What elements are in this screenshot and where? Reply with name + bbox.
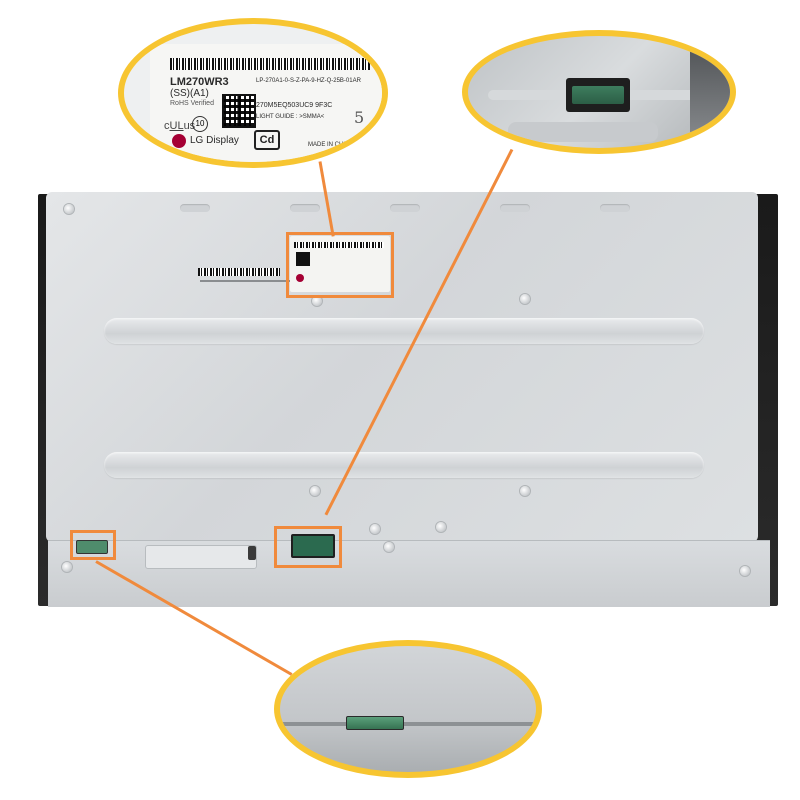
model-revision: (SS)(A1) [170,88,209,99]
screw [64,204,74,214]
screw [312,296,322,306]
mounting-tab [500,204,530,212]
magnified-secondary-connector [346,716,404,730]
stiffening-rib-bottom [104,452,704,478]
label-barcode [294,242,384,248]
magnified-flex-connector [566,78,630,112]
rohs-text: RoHS Verified [170,100,214,107]
main-flex-connector [291,534,335,558]
bezel-edge [690,36,730,146]
handwritten-mark: 5 [354,108,365,127]
screw [520,486,530,496]
screw [62,562,72,572]
top-connector-magnifier [462,30,736,154]
serial-number: 270M5EQ503UC9 9F3C [256,102,333,109]
top-connector-highlight-box [274,526,342,568]
screw [310,486,320,496]
screw [370,524,380,534]
screw [384,542,394,552]
mounting-tab [290,204,320,212]
model-number: LM270WR3 [170,76,229,88]
barcode-caption [200,280,290,282]
left-connector-magnifier [274,640,542,778]
screw [520,294,530,304]
bracket-latch [248,546,256,560]
light-guide-text: LIGHT GUIDE : >SMMA< [256,114,325,120]
panel-barcode-sticker [198,268,280,276]
qr-code [222,94,256,128]
mounting-tab [390,204,420,212]
screw [740,566,750,576]
stiffening-rib-top [104,318,704,344]
connector-pins [572,86,624,104]
lg-logo-icon [296,274,304,282]
part-number: LP-270A1-0-S-Z-PA-9-HZ-Q-25B-01AR [256,78,361,84]
screw [436,522,446,532]
mounting-tab [600,204,630,212]
ten-year-mark: 10 [192,116,208,132]
lg-logo-icon [172,134,186,148]
qr-code [296,252,310,266]
cd-mark: Cd [254,130,280,150]
board-edge [280,722,536,726]
brand-name: LG Display [190,135,239,146]
left-connector-highlight-box [70,530,116,560]
product-label-small [290,236,390,292]
board-bracket [145,545,257,569]
magnified-barcode [170,58,370,70]
label-magnifier: LM270WR3 (SS)(A1) RoHS Verified LP-270A1… [118,18,388,168]
mounting-tab [180,204,210,212]
secondary-connector [76,540,108,554]
metal-tab [508,122,658,142]
label-highlight-box [286,232,394,298]
made-in-text: MADE IN CHINA [308,142,354,148]
ul-certification-mark: cULus [164,120,196,132]
